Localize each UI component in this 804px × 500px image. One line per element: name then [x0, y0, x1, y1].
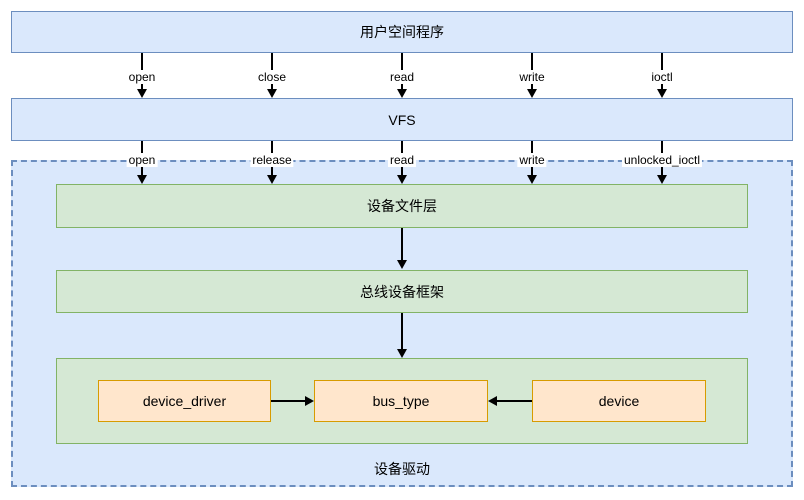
node-bus-device-framework-label: 总线设备框架 — [360, 283, 444, 300]
arrow-busframe-to-structs — [401, 313, 403, 349]
node-device-struct: device — [532, 380, 706, 422]
node-device-driver-struct: device_driver — [98, 380, 271, 422]
node-vfs-label: VFS — [388, 111, 416, 128]
edge-label-fop-write: write — [517, 153, 547, 167]
edge-label-write: write — [517, 70, 547, 84]
edge-label-close: close — [255, 70, 289, 84]
node-device-file-layer: 设备文件层 — [56, 184, 748, 228]
arrow-device-to-bus-type — [497, 400, 532, 402]
edge-label-fop-release: release — [250, 153, 294, 167]
node-bus-type-struct-label: bus_type — [372, 393, 430, 409]
arrow-devfile-to-busframe — [401, 228, 403, 260]
node-user-space-program-label: 用户空间程序 — [360, 24, 444, 40]
node-bus-device-framework: 总线设备框架 — [56, 270, 748, 313]
edge-label-ioctl: ioctl — [649, 70, 675, 84]
node-device-struct-label: device — [598, 393, 640, 409]
edge-label-fop-unlocked-ioctl: unlocked_ioctl — [621, 153, 703, 167]
node-device-file-layer-label: 设备文件层 — [367, 198, 437, 214]
edge-label-fop-read: read — [387, 153, 417, 167]
node-bus-type-struct: bus_type — [314, 380, 488, 422]
node-device-driver-struct-label: device_driver — [142, 393, 227, 409]
edge-label-read: read — [387, 70, 417, 84]
container-device-driver-label: 设备驱动 — [374, 461, 430, 477]
edge-label-fop-open: open — [126, 153, 158, 167]
node-vfs: VFS — [11, 98, 793, 141]
edge-label-open: open — [126, 70, 158, 84]
arrow-device-driver-to-bus-type — [271, 400, 305, 402]
node-user-space-program: 用户空间程序 — [11, 11, 793, 53]
